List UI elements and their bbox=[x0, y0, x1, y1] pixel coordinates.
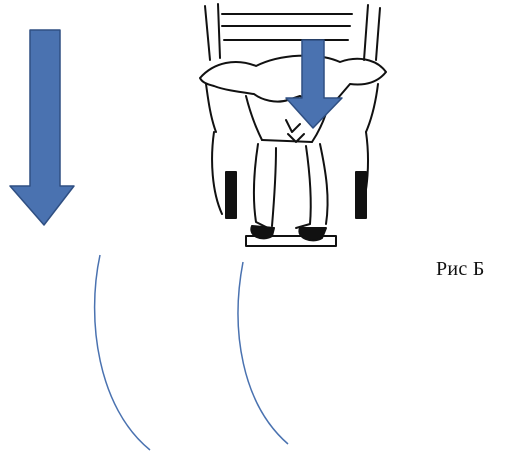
chair-back-slats bbox=[221, 13, 353, 41]
wheel-rims-upper bbox=[205, 83, 379, 133]
chair-frame-left bbox=[204, 3, 221, 61]
wheelchair-person-illustration bbox=[199, 3, 387, 247]
chair-frame-right bbox=[363, 4, 381, 61]
right-foot bbox=[298, 227, 327, 242]
arms-and-shoulders bbox=[199, 54, 387, 103]
hands-detail bbox=[285, 119, 305, 143]
left-curve-line bbox=[93, 254, 151, 451]
small-down-arrow-shape bbox=[285, 39, 343, 129]
left-wheel-tire bbox=[225, 171, 237, 219]
right-leg bbox=[295, 143, 329, 229]
waist-line bbox=[261, 139, 313, 143]
left-leg bbox=[252, 143, 277, 229]
right-curve-line bbox=[237, 261, 289, 445]
small-down-arrow-icon bbox=[285, 39, 343, 129]
large-down-arrow-shape bbox=[9, 29, 75, 226]
figure-caption: Рис Б bbox=[436, 258, 485, 280]
footplate bbox=[245, 235, 337, 247]
large-down-arrow-icon bbox=[9, 29, 75, 226]
right-wheel-tire bbox=[355, 171, 367, 219]
